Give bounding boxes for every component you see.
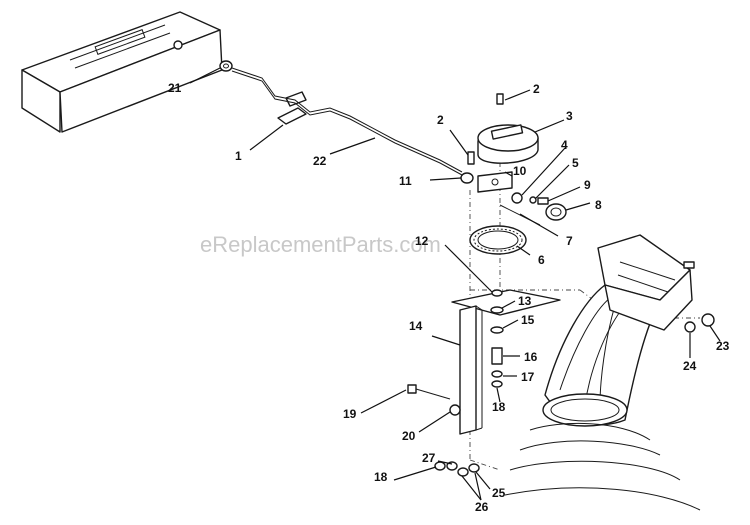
part-19-bolt [407, 384, 451, 400]
callout-labels: 1 21 22 2 3 2 11 10 4 5 9 8 7 6 12 13 14… [168, 81, 730, 514]
part-10-bracket [477, 171, 513, 193]
callout-24: 24 [683, 359, 697, 373]
callout-8: 8 [595, 198, 602, 212]
callout-23: 23 [716, 339, 730, 353]
callout-2b: 2 [437, 113, 444, 127]
callout-25: 25 [492, 486, 506, 500]
part-22-control-rod [231, 67, 463, 176]
part-3-knob-cap [477, 124, 539, 164]
part-6-gear [469, 225, 527, 255]
callout-14: 14 [409, 319, 423, 333]
part-11-nut [460, 172, 474, 184]
callout-13: 13 [518, 294, 532, 308]
callout-3: 3 [566, 109, 573, 123]
part-14-mount-bracket [451, 289, 561, 435]
callout-1: 1 [235, 149, 242, 163]
callout-15: 15 [521, 313, 535, 327]
callout-26: 26 [475, 500, 489, 514]
part-20-washer [449, 404, 461, 416]
callout-2a: 2 [533, 82, 540, 96]
callout-11: 11 [399, 174, 412, 188]
callout-9: 9 [584, 178, 591, 192]
part-8-knob [545, 203, 567, 221]
callout-20: 20 [402, 429, 416, 443]
part-4-5-9-fasteners [511, 192, 549, 205]
leader-lines [189, 67, 721, 501]
callout-18b: 18 [374, 470, 388, 484]
part-25-26-27-hardware [434, 461, 480, 477]
callout-6: 6 [538, 253, 545, 267]
callout-27: 27 [422, 451, 436, 465]
callout-5: 5 [572, 156, 579, 170]
watermark-text: eReplacementParts.com [200, 232, 441, 257]
callout-19: 19 [343, 407, 357, 421]
part-21-bushing [219, 60, 233, 72]
callout-4: 4 [561, 138, 568, 152]
callout-16: 16 [524, 350, 538, 364]
fastener-stack [490, 289, 504, 388]
part-23-24-hardware [684, 313, 715, 333]
callout-22: 22 [313, 154, 327, 168]
callout-10: 10 [513, 164, 527, 178]
callout-17: 17 [521, 370, 535, 384]
part-2-screws [467, 93, 504, 165]
part-1-bracket [277, 91, 307, 125]
callout-12: 12 [415, 234, 429, 248]
discharge-chute [504, 234, 701, 511]
dash-panel [21, 11, 223, 133]
callout-7: 7 [566, 234, 573, 248]
callout-21: 21 [168, 81, 182, 95]
callout-18a: 18 [492, 400, 506, 414]
